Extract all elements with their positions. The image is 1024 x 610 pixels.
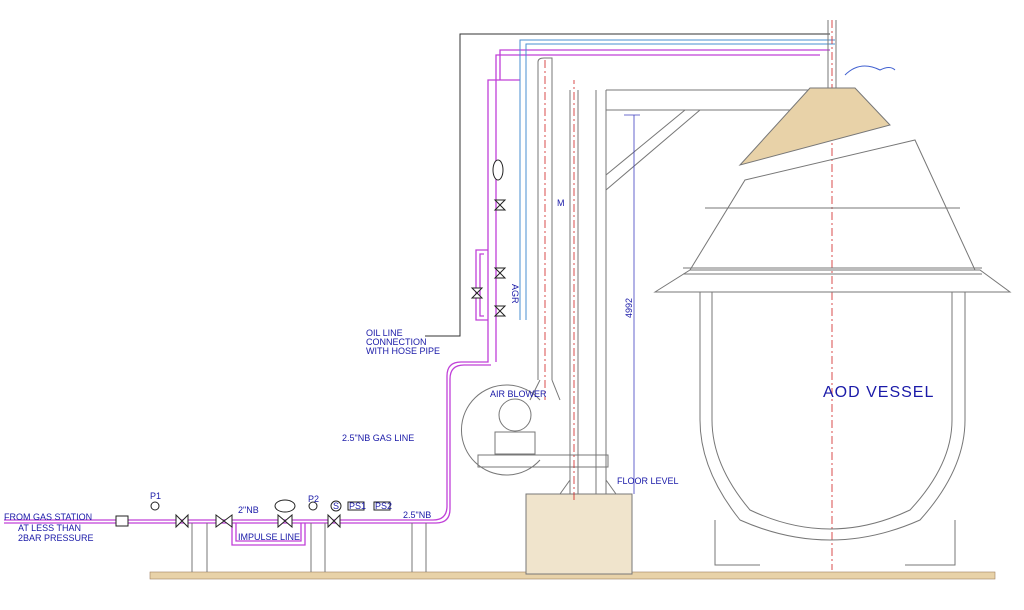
air-blower (461, 384, 541, 476)
agr-label: AGR (510, 284, 520, 304)
nb25-label: 2.5"NB (403, 510, 431, 520)
concrete-foundation (525, 493, 633, 575)
oil-line-label-3: WITH HOSE PIPE (366, 346, 440, 356)
pipe-supports (191, 523, 427, 572)
aod-vessel (653, 139, 1012, 566)
p1-label: P1 (150, 491, 161, 501)
valves (115, 159, 507, 529)
floor-level-label: FLOOR LEVEL (617, 476, 679, 486)
m-label: M (557, 198, 565, 208)
oil-line (425, 33, 830, 337)
oil-line-label-1: OIL LINE (366, 328, 403, 338)
source-label-3: 2BAR PRESSURE (18, 533, 94, 543)
ps2-label: PS2 (375, 501, 392, 511)
source-label-2: AT LESS THAN (18, 523, 81, 533)
gas-nozzle (738, 20, 896, 166)
dimension-label: 4992 (624, 298, 634, 318)
impulse-line-label: IMPULSE LINE (238, 532, 300, 542)
oil-line-label-2: CONNECTION (366, 337, 427, 347)
dimension-line (624, 114, 640, 494)
p2-label: P2 (308, 494, 319, 504)
air-blower-label: AIR BLOWER (490, 389, 547, 399)
source-label-1: FROM GAS STATION (4, 512, 92, 522)
ps1-label: PS1 (349, 501, 366, 511)
s-label: S (333, 501, 339, 511)
nb2-label: 2"NB (238, 505, 259, 515)
gas-pipeline (4, 49, 830, 546)
vessel-label: AOD VESSEL (823, 384, 934, 401)
support-column (477, 57, 810, 495)
gas-line-label: 2.5"NB GAS LINE (342, 433, 414, 443)
